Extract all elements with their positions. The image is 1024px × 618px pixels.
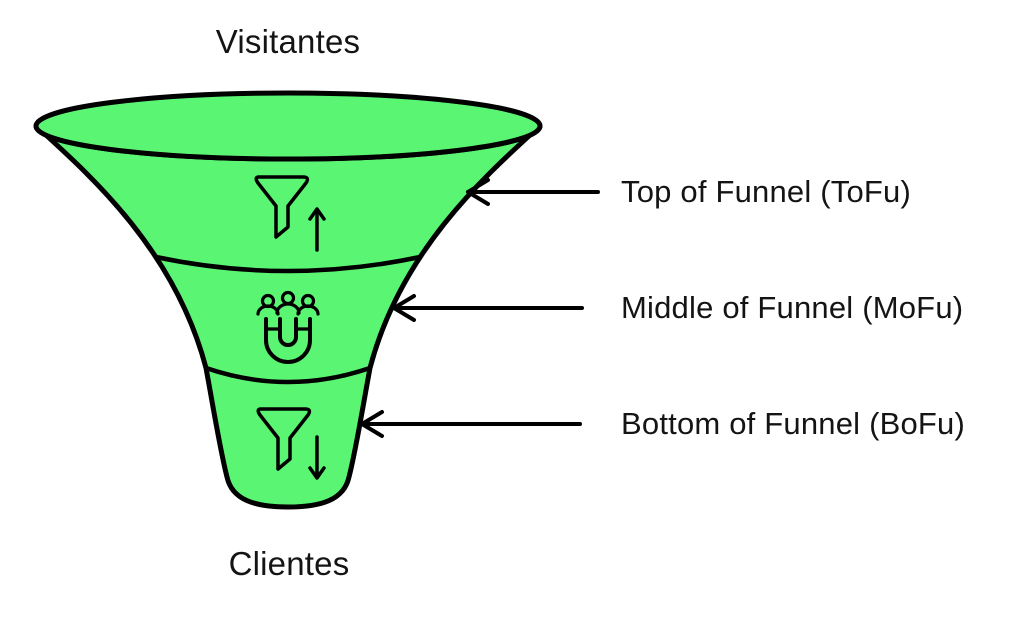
clients-label: Clientes (228, 545, 350, 582)
tofu-annotation-arrow (466, 178, 600, 206)
visitors-label: Visitantes (215, 23, 361, 60)
mofu-annotation-arrow (392, 294, 584, 322)
tofu-stage-label: Top of Funnel (ToFu) (621, 174, 912, 209)
filter-down-icon (256, 407, 326, 480)
bofu-stage-label: Bottom of Funnel (BoFu) (621, 406, 966, 441)
mofu-stage-label: Middle of Funnel (MoFu) (621, 290, 964, 325)
audience-magnet-icon (256, 290, 320, 364)
filter-up-icon (254, 175, 326, 252)
divider-tofu-mofu (155, 254, 421, 274)
funnel-mouth (33, 90, 543, 162)
funnel-body (33, 123, 543, 510)
divider-mofu-bofu (205, 365, 371, 385)
bofu-annotation-arrow (360, 410, 582, 438)
